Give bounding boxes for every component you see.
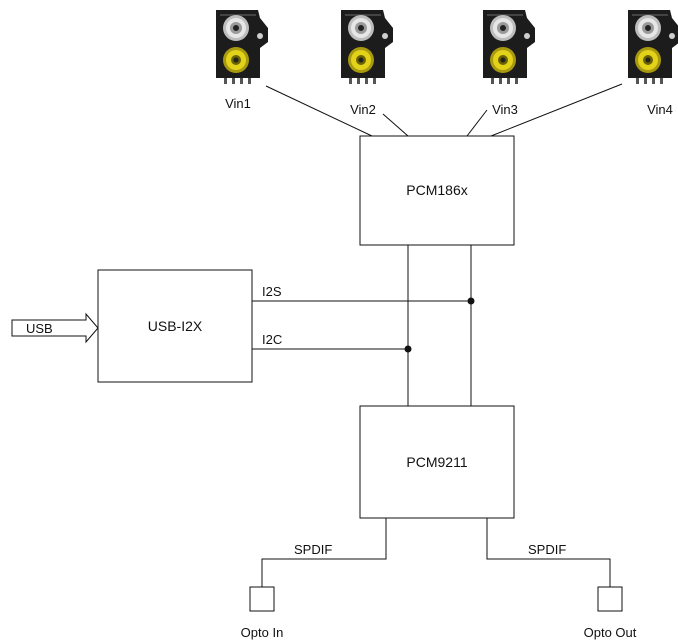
pcm186x-label: PCM186x [406,182,467,198]
usb-i2x-block [97,269,253,383]
usb-label: USB [26,321,53,336]
vin2-label: Vin2 [350,102,376,117]
vin1-connector [216,10,268,84]
vin1-label: Vin1 [225,96,251,111]
vin4-label: Vin4 [647,102,673,117]
usb-arrow [11,312,99,344]
spdif-out-wire [486,518,611,587]
rca-jack-icon [341,10,393,84]
vin2-connector [341,10,393,84]
pcm9211-block [359,405,515,519]
rca-jack-icon [483,10,535,84]
vin4-connector [628,10,678,84]
rca-jack-icon [628,10,678,84]
spdif-in-wire [261,518,387,587]
vin4-wire [490,83,623,137]
i2s-label: I2S [262,284,282,299]
opto-out-connector [597,586,623,612]
rca-jack-icon [216,10,268,84]
vin3-label: Vin3 [492,102,518,117]
spdif-right-label: SPDIF [528,542,566,557]
opto-out-label: Opto Out [584,625,637,640]
i2c-junction [404,345,412,353]
vin3-wire [466,109,488,137]
spdif-left-label: SPDIF [294,542,332,557]
opto-in-connector [249,586,275,612]
i2c-label: I2C [262,332,282,347]
pcm186x-block [359,135,515,246]
vin1-wire [265,85,373,137]
vin2-wire [382,113,409,137]
usb-i2x-label: USB-I2X [148,318,203,334]
i2s-junction [467,297,475,305]
pcm9211-label: PCM9211 [406,454,467,470]
vin3-connector [483,10,535,84]
opto-in-label: Opto In [241,625,284,640]
